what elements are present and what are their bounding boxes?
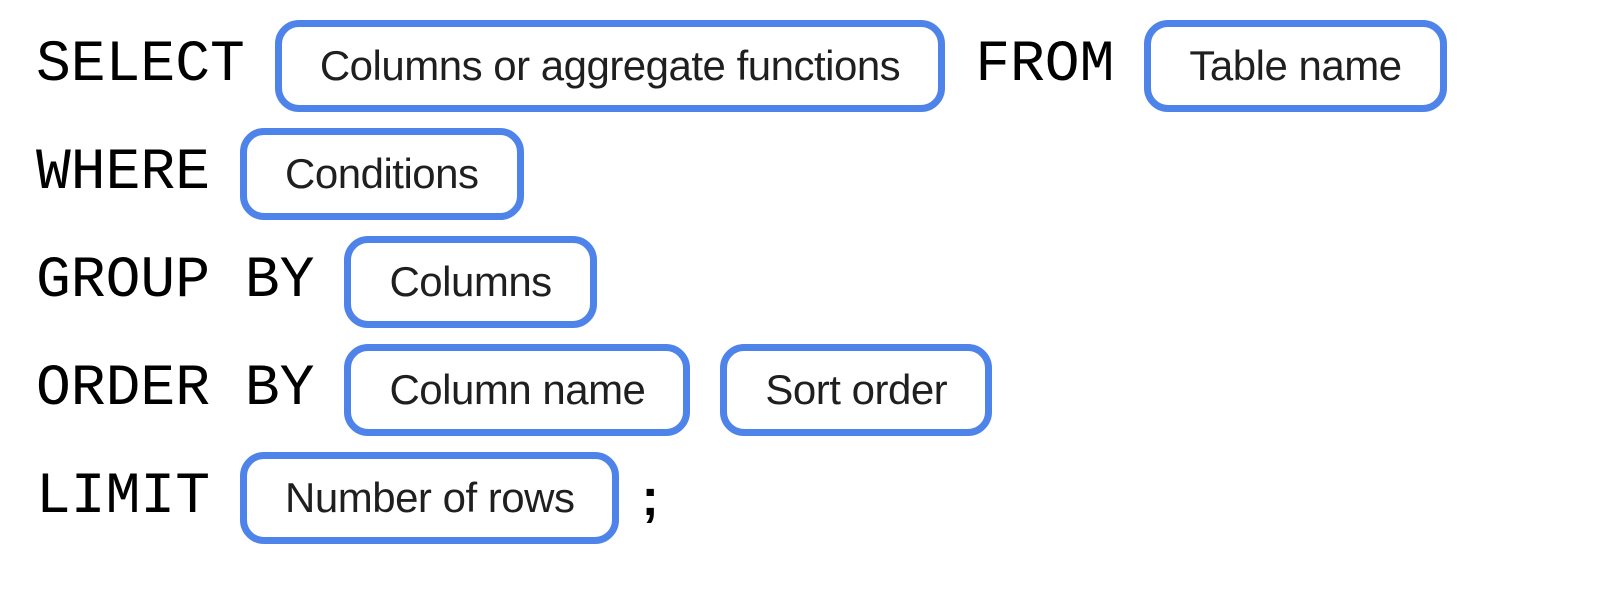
placeholder-box-sort-order: Sort order — [720, 344, 993, 436]
sql-clause-row-limit: LIMIT Number of rows; — [36, 452, 1600, 544]
placeholder-box-columns-or-aggregate-functions: Columns or aggregate functions — [274, 20, 946, 112]
placeholder-box-column-name: Column name — [344, 344, 691, 436]
placeholder-box-number-of-rows: Number of rows — [240, 452, 620, 544]
sql-keyword-where: WHERE — [36, 141, 211, 206]
sql-syntax-diagram: SELECT Columns or aggregate functions FROM… — [36, 20, 1600, 544]
placeholder-box-columns: Columns — [344, 236, 597, 328]
sql-clause-row-group-by: GROUP BY Columns — [36, 236, 1600, 328]
sql-keyword-from: FROM — [975, 33, 1115, 98]
placeholder-box-conditions: Conditions — [240, 128, 524, 220]
sql-clause-row-order-by: ORDER BY Column name Sort order — [36, 344, 1600, 436]
sql-clause-row-where: WHERE Conditions — [36, 128, 1600, 220]
placeholder-box-table-name: Table name — [1144, 20, 1447, 112]
sql-keyword-order-by: ORDER BY — [36, 357, 315, 422]
sql-keyword-select: SELECT — [36, 33, 245, 98]
sql-clause-row-select-from: SELECT Columns or aggregate functions FROM… — [36, 20, 1600, 112]
sql-keyword-limit: LIMIT — [36, 465, 211, 530]
sql-keyword-group-by: GROUP BY — [36, 249, 315, 314]
statement-terminator-semicolon: ; — [641, 469, 659, 527]
